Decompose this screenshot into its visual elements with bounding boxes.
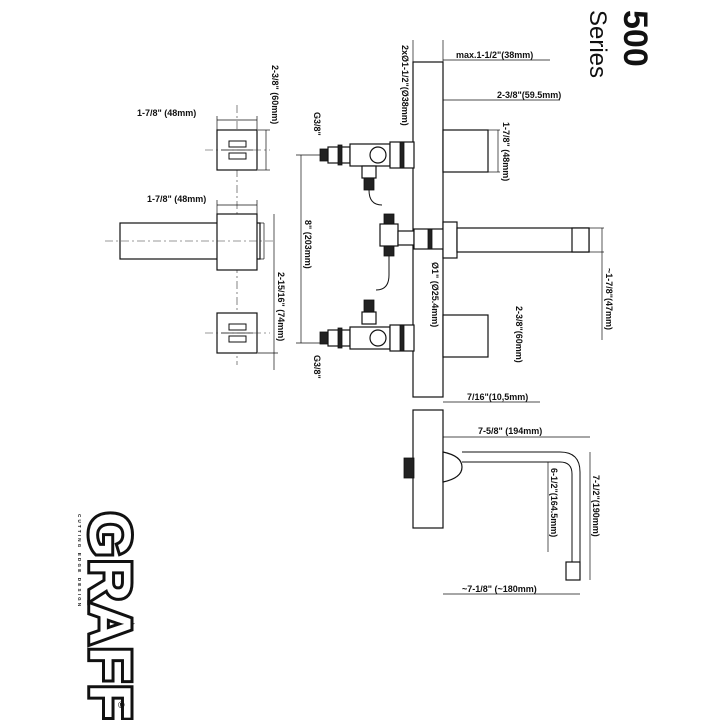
spout-plan-base — [216, 213, 258, 271]
series-title: 500 Series — [584, 10, 654, 78]
dim-spout-width-top: 1-7/8" (48mm) — [147, 194, 206, 204]
dim-flange-projection: 2-3/8"(59.5mm) — [497, 90, 561, 100]
dim-spout-reach: 7-5/8" (194mm) — [478, 426, 542, 436]
brand-name-outline: GRAFF — [77, 512, 142, 720]
spout-side-body — [456, 227, 590, 253]
dim-handle-height: 2-3/8" (60mm) — [270, 65, 280, 124]
dim-spout-total-height: 7-1/2"(190mm) — [591, 475, 601, 537]
top-handle-side — [442, 129, 489, 173]
dim-handle-width-top: 1-7/8" (48mm) — [137, 108, 196, 118]
dim-spout-reach-bottom: ~7-1/8" (~180mm) — [462, 584, 537, 594]
brand-name: GRAFF — [77, 512, 142, 720]
dim-spout-drop: 6-1/2"(164.5mm) — [549, 468, 559, 537]
brand-tagline: CUTTING EDGE DESIGN — [77, 514, 82, 608]
brand-logo: GRAFF GRAFF CUTTING EDGE DESIGN ® — [74, 509, 145, 720]
middle-valve — [379, 213, 445, 257]
dim-connection-top: G3/8" — [312, 112, 322, 136]
side-wall-plate — [412, 409, 444, 529]
valve-elevation: 8" (203mm) G3/8" G3/8" — [296, 40, 614, 403]
brand-registered: ® — [118, 700, 125, 710]
side-handle — [442, 451, 463, 483]
dim-center-spacing: 8" (203mm) — [303, 220, 313, 269]
dim-connection-bottom: G3/8" — [312, 355, 322, 379]
dim-spout-height-side: ~1-7/8"(47mm) — [604, 268, 614, 330]
spout-side-flange — [442, 221, 458, 259]
dim-handle-side-height: 1-7/8" (48mm) — [501, 122, 511, 181]
bottom-valve — [319, 299, 415, 352]
series-number: 500 — [616, 10, 654, 67]
dim-handle-side-60: 2-3/8"(60mm) — [514, 306, 524, 363]
dim-flange-thickness: 7/16"(10,5mm) — [467, 392, 528, 402]
top-valve — [319, 141, 415, 191]
dim-spout-depth: 2-15/16" (74mm) — [276, 272, 286, 341]
spout-arc — [462, 451, 581, 581]
dim-spout-diameter: Ø1" (Ø25.4mm) — [430, 262, 440, 327]
dim-pipe-diameter: 2xØ1-1/2"(Ø38mm) — [400, 45, 410, 126]
dim-max-thickness: max.1-1/2"(38mm) — [456, 50, 533, 60]
plan-view: 1-7/8" (48mm) 2-3/8" (60mm) 1-7/8" (48mm… — [105, 65, 286, 370]
spout-side-elevation: 7-5/8" (194mm) 6-1/2"(164.5mm) 7-1/2"(19… — [403, 409, 601, 595]
bottom-handle-side — [442, 314, 489, 358]
series-label: Series — [584, 10, 611, 78]
